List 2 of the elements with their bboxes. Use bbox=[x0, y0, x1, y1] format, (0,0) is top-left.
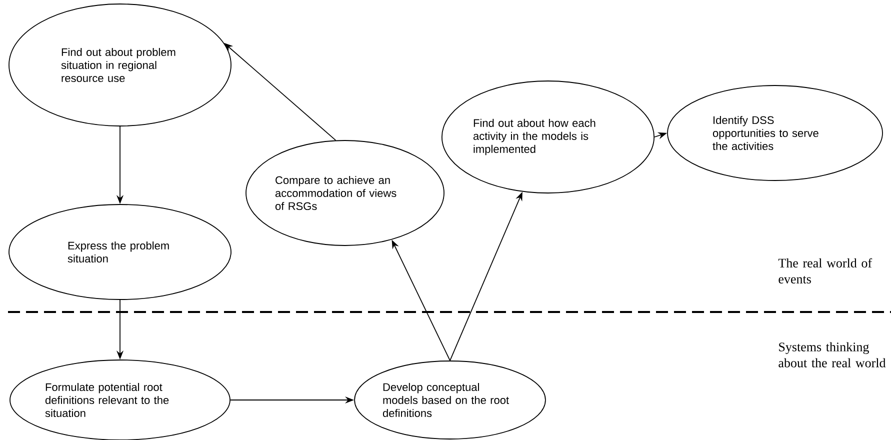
region-label: The real world of events bbox=[778, 258, 872, 284]
region-label: Systems thinking about the real world bbox=[778, 342, 886, 368]
